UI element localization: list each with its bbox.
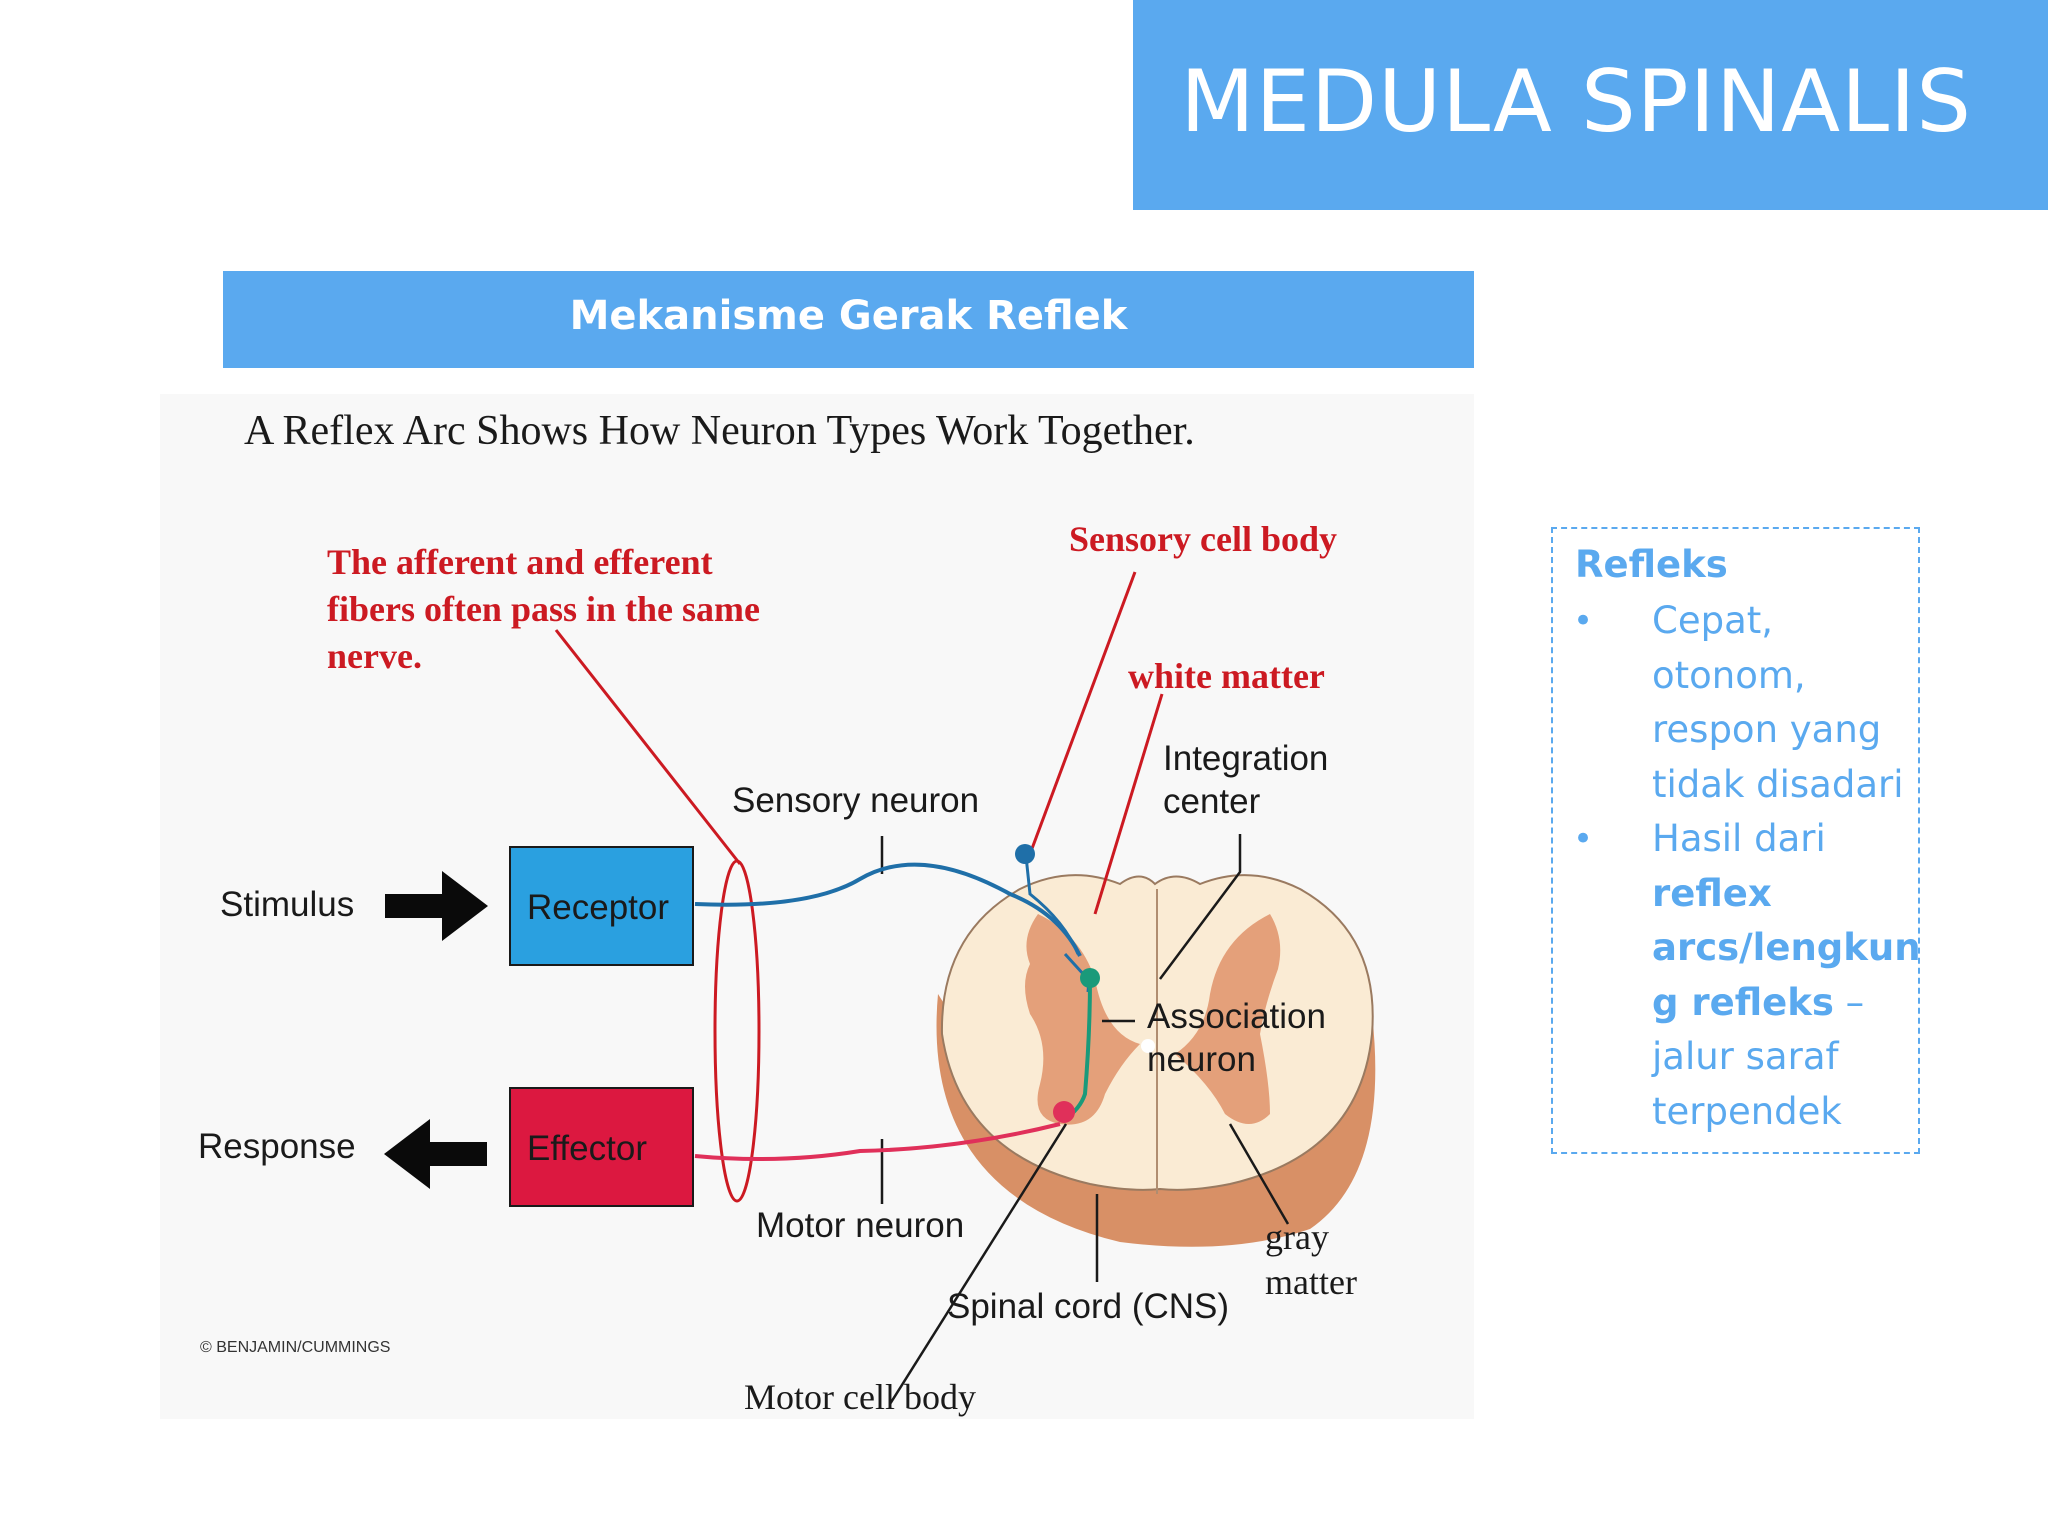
slide-subtitle: Mekanisme Gerak Reflek — [569, 293, 1128, 339]
effector-box — [509, 1087, 694, 1207]
bullet-2-bold-1: reflex — [1652, 871, 1772, 915]
motor-cell-body-leader — [888, 1123, 1068, 1405]
sensory-cell-body-leader — [1028, 571, 1137, 855]
annotation-leader — [554, 629, 742, 865]
gray-matter-left — [1025, 914, 1140, 1125]
bullet-2-line-rest-2: terpendek — [1652, 1089, 1842, 1133]
bullet-dot-2: • — [1573, 819, 1594, 859]
integration-center-line-2: center — [1163, 782, 1261, 821]
notes-heading: Refleks — [1575, 543, 1728, 586]
annotation-line-2: fibers often pass in the same — [327, 589, 760, 629]
bullet-1-line-4: tidak disadari — [1652, 762, 1904, 806]
motor-neuron-label: Motor neuron — [756, 1206, 964, 1245]
bullet-2-bold-2: arcs/lengkun — [1652, 926, 1921, 969]
association-cell-body — [1080, 968, 1100, 988]
bullet-2-bold-3: g refleks — [1652, 980, 1834, 1024]
bullet-1-text: Cepat, otonom, respon yang tidak disadar… — [1652, 594, 1914, 812]
annotation-line-3: nerve. — [327, 636, 422, 676]
white-matter-leader — [1093, 693, 1164, 915]
bullet-2-dash: – — [1833, 980, 1865, 1024]
stimulus-label: Stimulus — [220, 885, 354, 924]
reflex-arc-diagram: A Reflex Arc Shows How Neuron Types Work… — [198, 408, 1376, 1417]
bullet-dot-1: • — [1573, 601, 1594, 641]
response-label: Response — [198, 1127, 356, 1166]
gray-matter-leader — [1228, 1123, 1290, 1225]
sensory-cell-body — [1015, 844, 1035, 864]
gray-matter-line-2: matter — [1265, 1262, 1357, 1302]
association-neuron-line-1: Association — [1147, 997, 1326, 1036]
reflex-arc-figure: A Reflex Arc Shows How Neuron Types Work… — [160, 394, 1474, 1419]
integration-leader — [1158, 834, 1242, 980]
copyright-label: © BENJAMIN/CUMMINGS — [200, 1339, 390, 1356]
integration-point — [1141, 1039, 1155, 1053]
notes-box: Refleks • Cepat, otonom, respon yang tid… — [1551, 527, 1921, 1154]
bullet-1-line-2: otonom, — [1652, 653, 1806, 697]
subtitle-banner: Mekanisme Gerak Reflek — [223, 271, 1474, 368]
motor-neuron-path — [694, 1122, 1061, 1162]
integration-center-line-1: Integration — [1163, 739, 1328, 778]
bullet-2-line-1: Hasil dari — [1652, 817, 1826, 860]
association-neuron-line-2: neuron — [1147, 1040, 1256, 1079]
gray-matter-right — [1175, 914, 1281, 1124]
effector-label: Effector — [527, 1129, 647, 1168]
sensory-cell-body-label: Sensory cell body — [1069, 519, 1337, 559]
receptor-label: Receptor — [527, 888, 669, 927]
motor-cell-body-label: Motor cell body — [744, 1377, 976, 1417]
annotation-line-1: The afferent and efferent — [327, 542, 713, 582]
sensory-neuron-path — [694, 862, 1082, 957]
title-banner: MEDULA SPINALIS — [1133, 0, 2048, 210]
sensory-branch — [1024, 855, 1080, 955]
nerve-ellipse — [713, 859, 761, 1203]
bullet-1-line-3: respon yang — [1652, 708, 1882, 751]
stimulus-arrow-icon — [385, 871, 488, 941]
response-arrow-icon — [384, 1119, 487, 1189]
white-matter-label: white matter — [1128, 656, 1325, 696]
gray-matter-line-1: gray — [1265, 1217, 1329, 1257]
bullet-1-line-1: Cepat, — [1652, 599, 1774, 642]
sensory-neuron-label: Sensory neuron — [732, 781, 979, 820]
slide-title: MEDULA SPINALIS — [1180, 52, 1972, 152]
bullet-2-text: Hasil dari reflex arcs/lengkun g refleks… — [1652, 812, 1921, 1139]
figure-heading: A Reflex Arc Shows How Neuron Types Work… — [244, 408, 1195, 454]
bullet-2-line-rest-1: jalur saraf — [1652, 1035, 1839, 1078]
receptor-box — [509, 846, 694, 966]
spinal-cord-label: Spinal cord (CNS) — [947, 1287, 1229, 1326]
motor-cell-body — [1053, 1101, 1075, 1123]
